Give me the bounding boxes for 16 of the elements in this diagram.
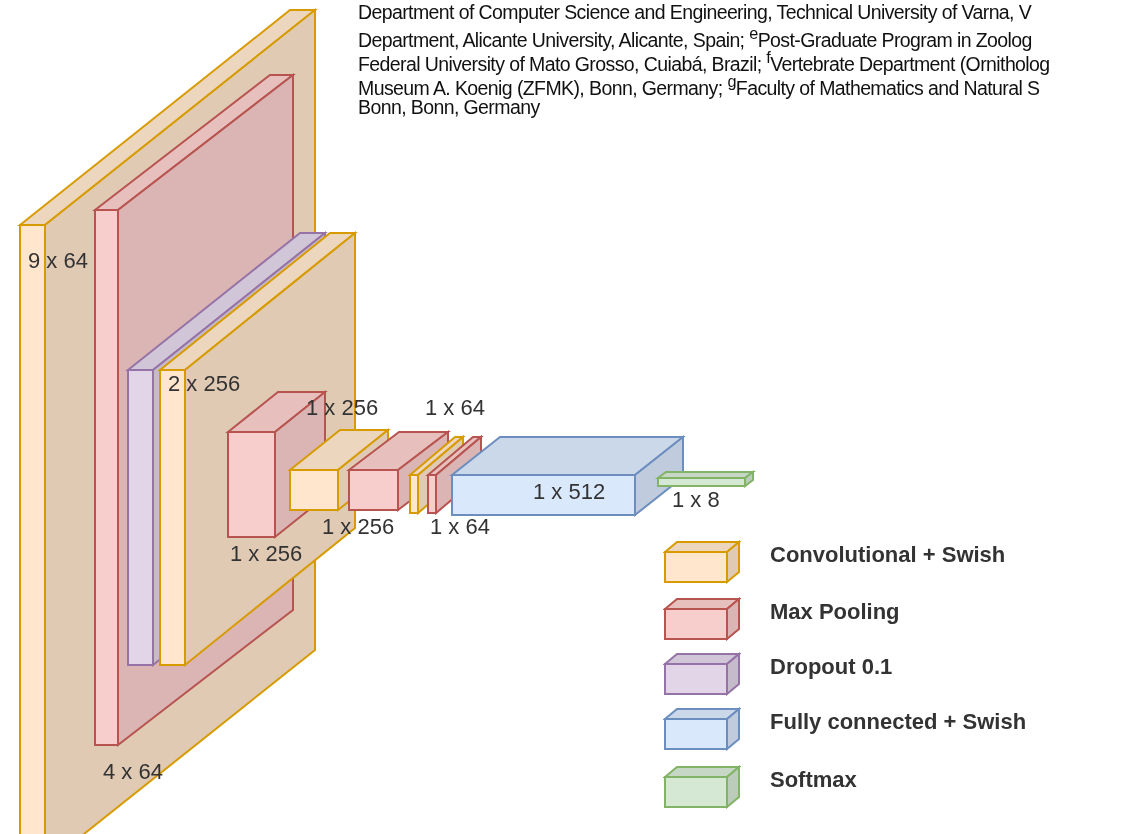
dimension-label: 1 x 512 (533, 479, 606, 505)
legend-label: Fully connected + Swish (770, 709, 1027, 735)
affiliation-text: Department of Computer Science and Engineering, Technical University of Varna, V (358, 1, 1032, 24)
legend-label: Max Pooling (770, 599, 900, 625)
dimension-label: 1 x 64 (425, 395, 485, 421)
dimension-label: 1 x 256 (230, 541, 303, 567)
dimension-label: 1 x 8 (672, 487, 720, 513)
dimension-label: 1 x 64 (430, 514, 490, 540)
legend-label: Softmax (770, 767, 857, 793)
dimension-label: 2 x 256 (168, 371, 241, 397)
legend-label: Convolutional + Swish (770, 542, 1006, 568)
dimension-label: 1 x 256 (322, 514, 395, 540)
legend-label: Dropout 0.1 (770, 654, 893, 680)
affiliation-text: Department, Alicante University, Alicante, Spain; $^{e}$Post-Graduate Program in Zoolog (358, 24, 1032, 51)
dimension-label: 9 x 64 (28, 248, 88, 274)
dimension-label: 4 x 64 (103, 759, 163, 785)
